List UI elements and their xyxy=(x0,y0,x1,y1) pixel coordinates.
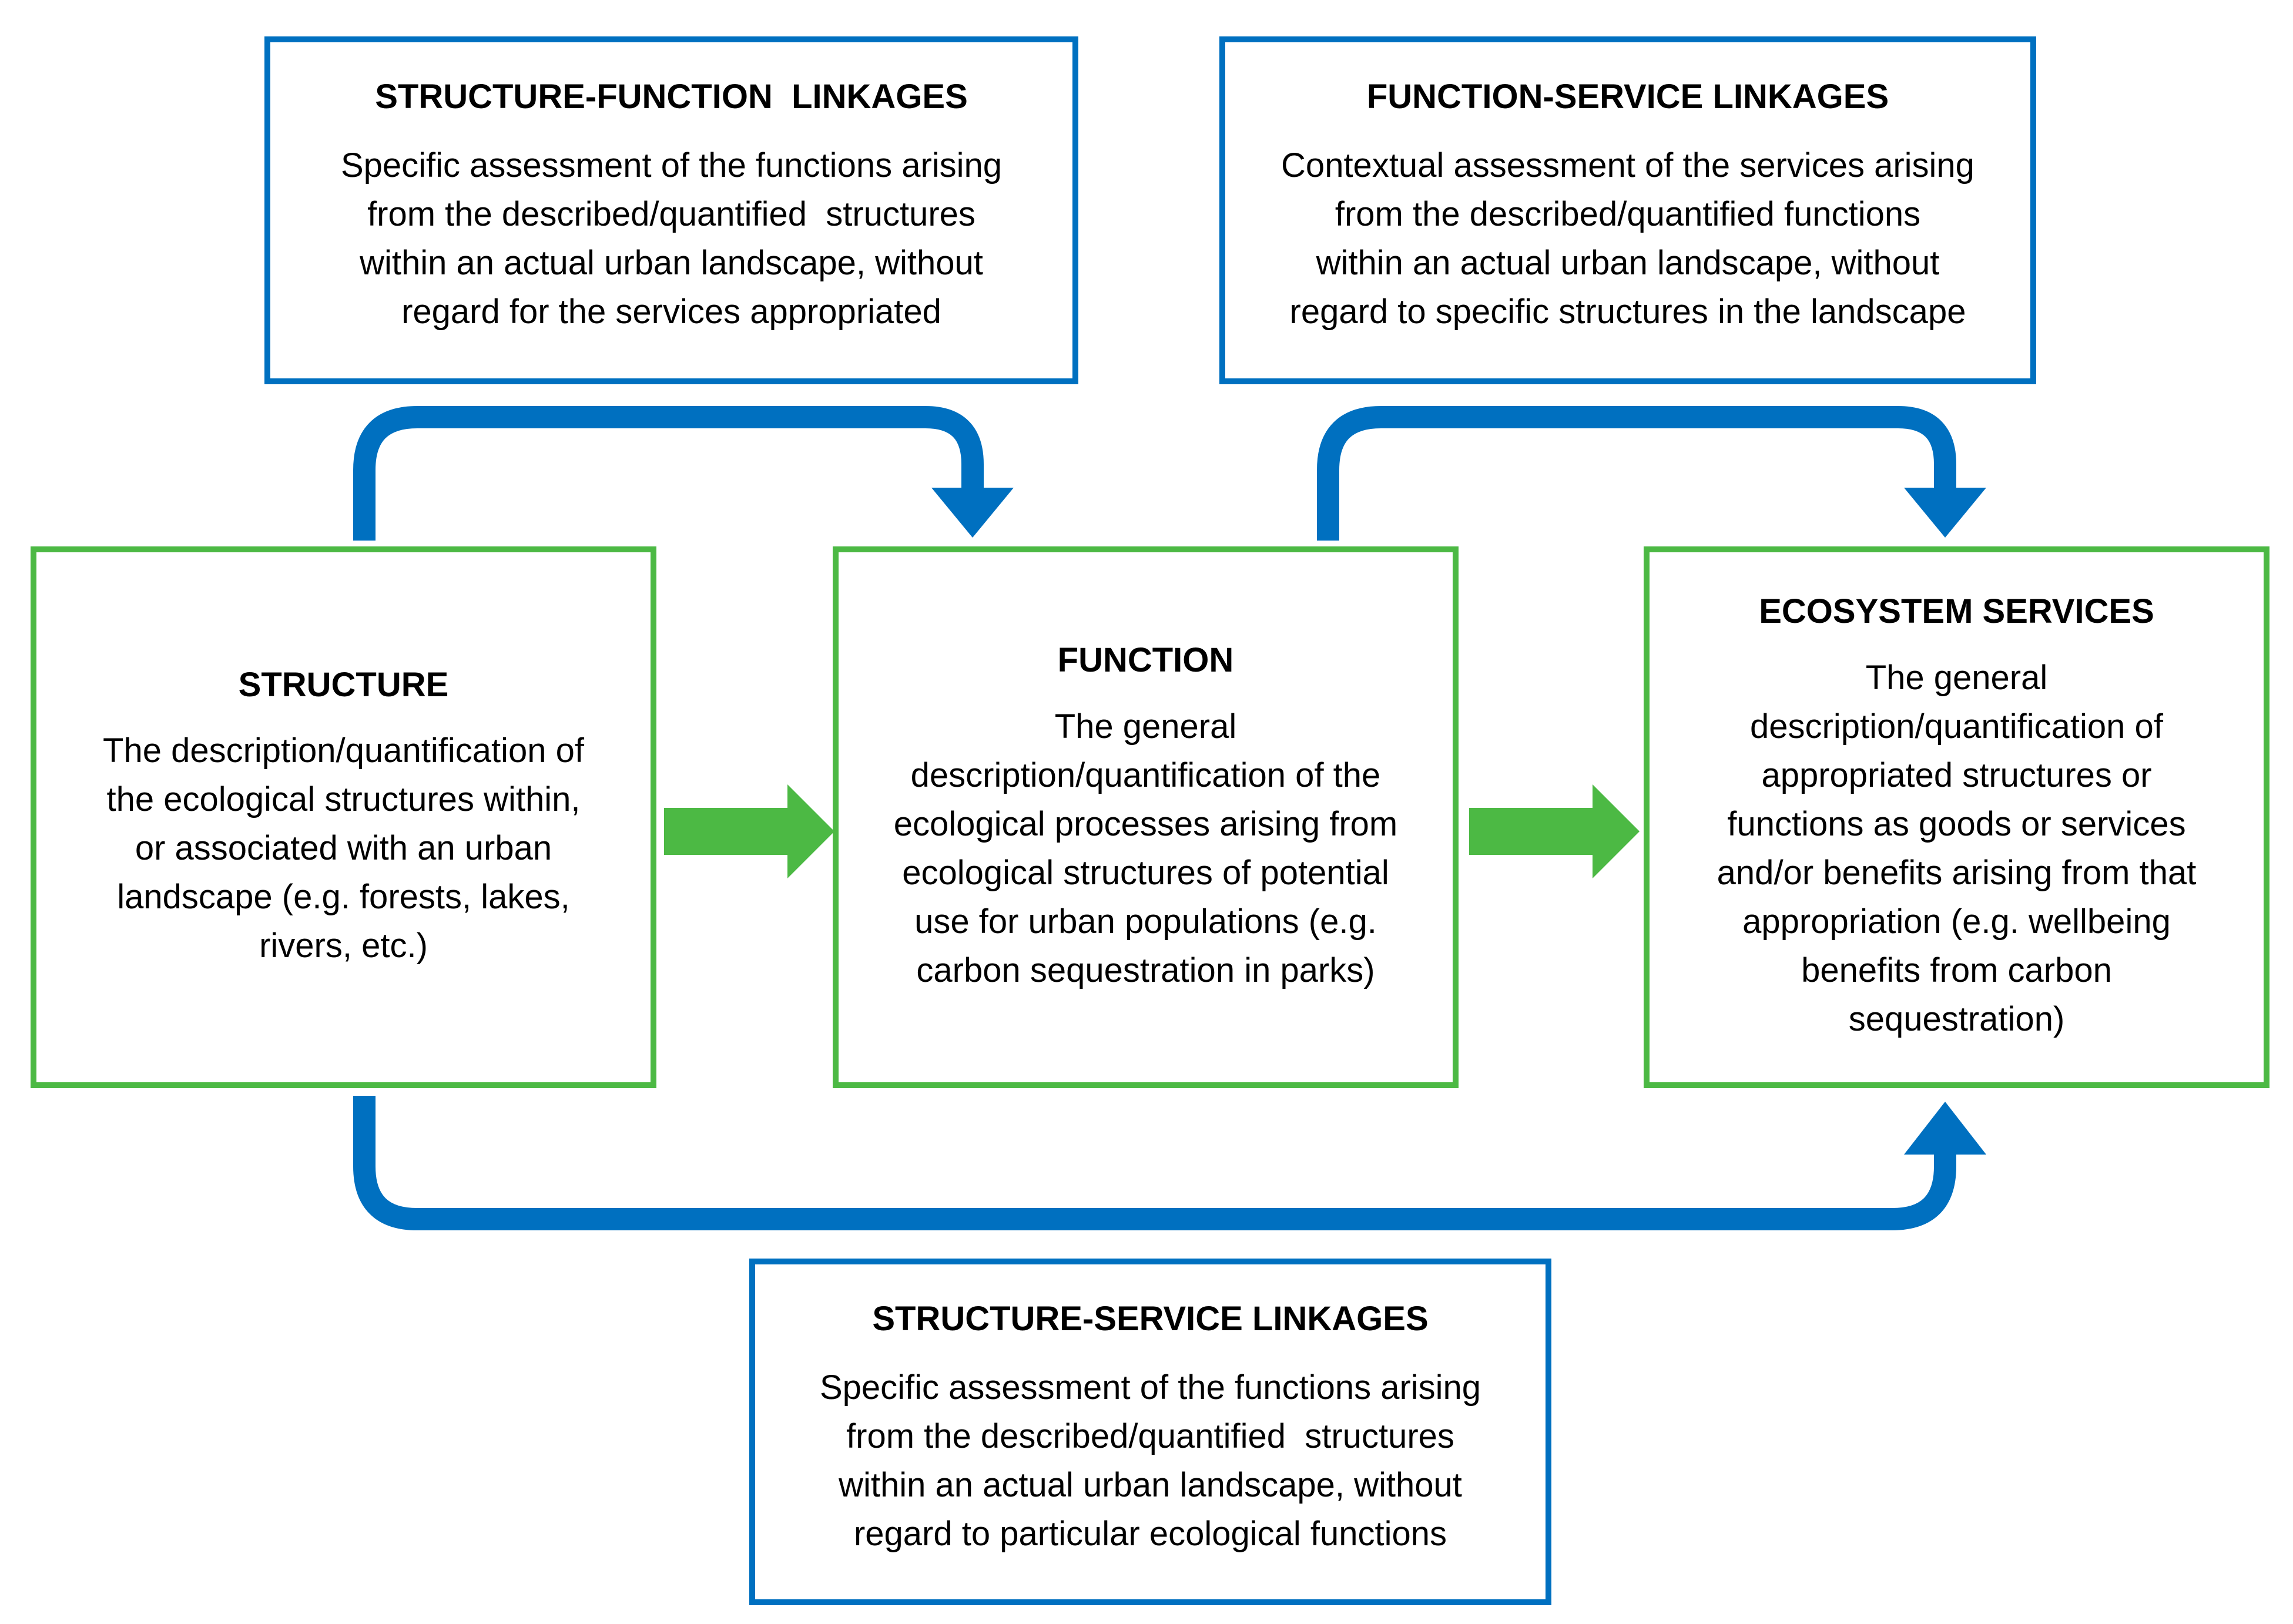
function-title: FUNCTION xyxy=(1057,641,1234,680)
structure-service-linkages-box: STRUCTURE-SERVICE LINKAGES Specific asse… xyxy=(749,1259,1551,1605)
arrowhead-function-to-services xyxy=(1904,488,1986,538)
arrow-green-structure-to-function xyxy=(664,784,834,878)
arrowhead-structure-to-services xyxy=(1904,1102,1986,1155)
function-box: FUNCTION The general description/quantif… xyxy=(833,546,1459,1088)
ecosystem-services-text: The general description/quantification o… xyxy=(1717,658,2197,1038)
arrow-green-function-to-services xyxy=(1469,784,1640,878)
function-text: The general description/quantification o… xyxy=(893,707,1398,989)
structure-service-linkages-title: STRUCTURE-SERVICE LINKAGES xyxy=(872,1300,1429,1338)
structure-function-linkages-text: Specific assessment of the functions ari… xyxy=(340,146,1003,331)
arrowhead-structure-to-function xyxy=(931,488,1014,538)
structure-text: The description/quantification of the ec… xyxy=(103,732,584,965)
function-service-linkages-box: FUNCTION-SERVICE LINKAGES Contextual ass… xyxy=(1219,36,2036,384)
ecosystem-services-title: ECOSYSTEM SERVICES xyxy=(1759,592,2154,631)
structure-service-linkages-text: Specific assessment of the functions ari… xyxy=(819,1368,1481,1553)
ecosystem-services-box: ECOSYSTEM SERVICES The general descripti… xyxy=(1644,546,2269,1088)
structure-title: STRUCTURE xyxy=(238,665,449,704)
arrow-structure-to-function xyxy=(353,406,984,541)
arrow-function-to-services xyxy=(1317,406,1956,541)
structure-box: STRUCTURE The description/quantification… xyxy=(31,546,656,1088)
function-service-linkages-title: FUNCTION-SERVICE LINKAGES xyxy=(1366,78,1889,116)
structure-function-linkages-box: STRUCTURE-FUNCTION LINKAGES Specific ass… xyxy=(264,36,1078,384)
structure-function-linkages-title: STRUCTURE-FUNCTION LINKAGES xyxy=(375,78,968,116)
function-service-linkages-text: Contextual assessment of the services ar… xyxy=(1281,146,1974,331)
arrow-structure-to-services xyxy=(353,1096,1956,1230)
